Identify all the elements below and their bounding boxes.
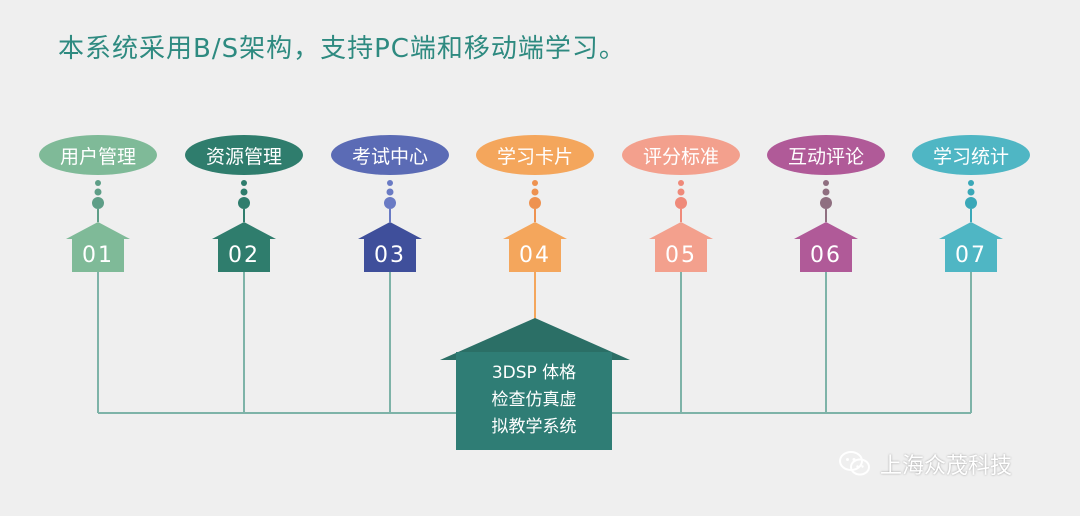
chain-dot-small [387,180,393,186]
house-body [72,238,124,272]
chain-dot-small [967,188,975,196]
module-number-07: 07 [955,242,987,268]
center-roof [440,318,630,360]
chain-dot-large [965,197,977,209]
module-label-05: 评分标准 [622,135,740,175]
chain-dot-small [95,180,101,186]
house-roof [358,222,422,239]
module-number-01: 01 [82,242,114,268]
house-body [364,238,416,272]
chain-dot-large [675,197,687,209]
module-number-04: 04 [519,242,551,268]
chain-dot-small [386,188,394,196]
module-number-05: 05 [665,242,697,268]
house-roof [212,222,276,239]
house-body [655,238,707,272]
module-number-02: 02 [228,242,260,268]
house-body [218,238,270,272]
chain-dot-large [820,197,832,209]
chain-dot-large [238,197,250,209]
wechat-icon [838,449,872,479]
center-house [440,318,630,450]
house-body [945,238,997,272]
module-label-04: 学习卡片 [476,135,594,175]
center-title-line-2: 检查仿真虚 [491,390,577,410]
chain-dot-small [677,188,685,196]
chain-dot-large [529,197,541,209]
chain-dot-large [384,197,396,209]
house-roof [939,222,1003,239]
center-title-line-1: 3DSP 体格 [491,363,577,383]
module-label-06: 互动评论 [767,135,885,175]
chain-dot-small [531,188,539,196]
house-roof [794,222,858,239]
house-body [509,238,561,272]
watermark: 上海众茂科技 [838,448,1012,480]
module-label-01: 用户管理 [39,135,157,175]
chain-dot-small [241,180,247,186]
module-number-03: 03 [374,242,406,268]
module-label-07: 学习统计 [912,135,1030,175]
house-roof [503,222,567,239]
center-title-line-3: 拟教学系统 [491,417,577,437]
dot-chains [92,180,977,222]
house-body [800,238,852,272]
house-roof [649,222,713,239]
chain-dot-small [532,180,538,186]
module-houses [66,222,1003,272]
center-body [456,352,612,450]
chain-dot-large [92,197,104,209]
headline: 本系统采用B/S架构，支持PC端和移动端学习。 [58,34,626,64]
chain-dot-small [678,180,684,186]
chain-dot-small [94,188,102,196]
house-roof [66,222,130,239]
module-number-06: 06 [810,242,842,268]
module-label-02: 资源管理 [185,135,303,175]
chain-dot-small [968,180,974,186]
chain-dot-small [822,188,830,196]
chain-dot-small [823,180,829,186]
watermark-text: 上海众茂科技 [880,454,1013,479]
chain-dot-small [240,188,248,196]
module-label-03: 考试中心 [331,135,449,175]
center-system-title: 3DSP 体格 检查仿真虚 拟教学系统 [458,360,610,441]
